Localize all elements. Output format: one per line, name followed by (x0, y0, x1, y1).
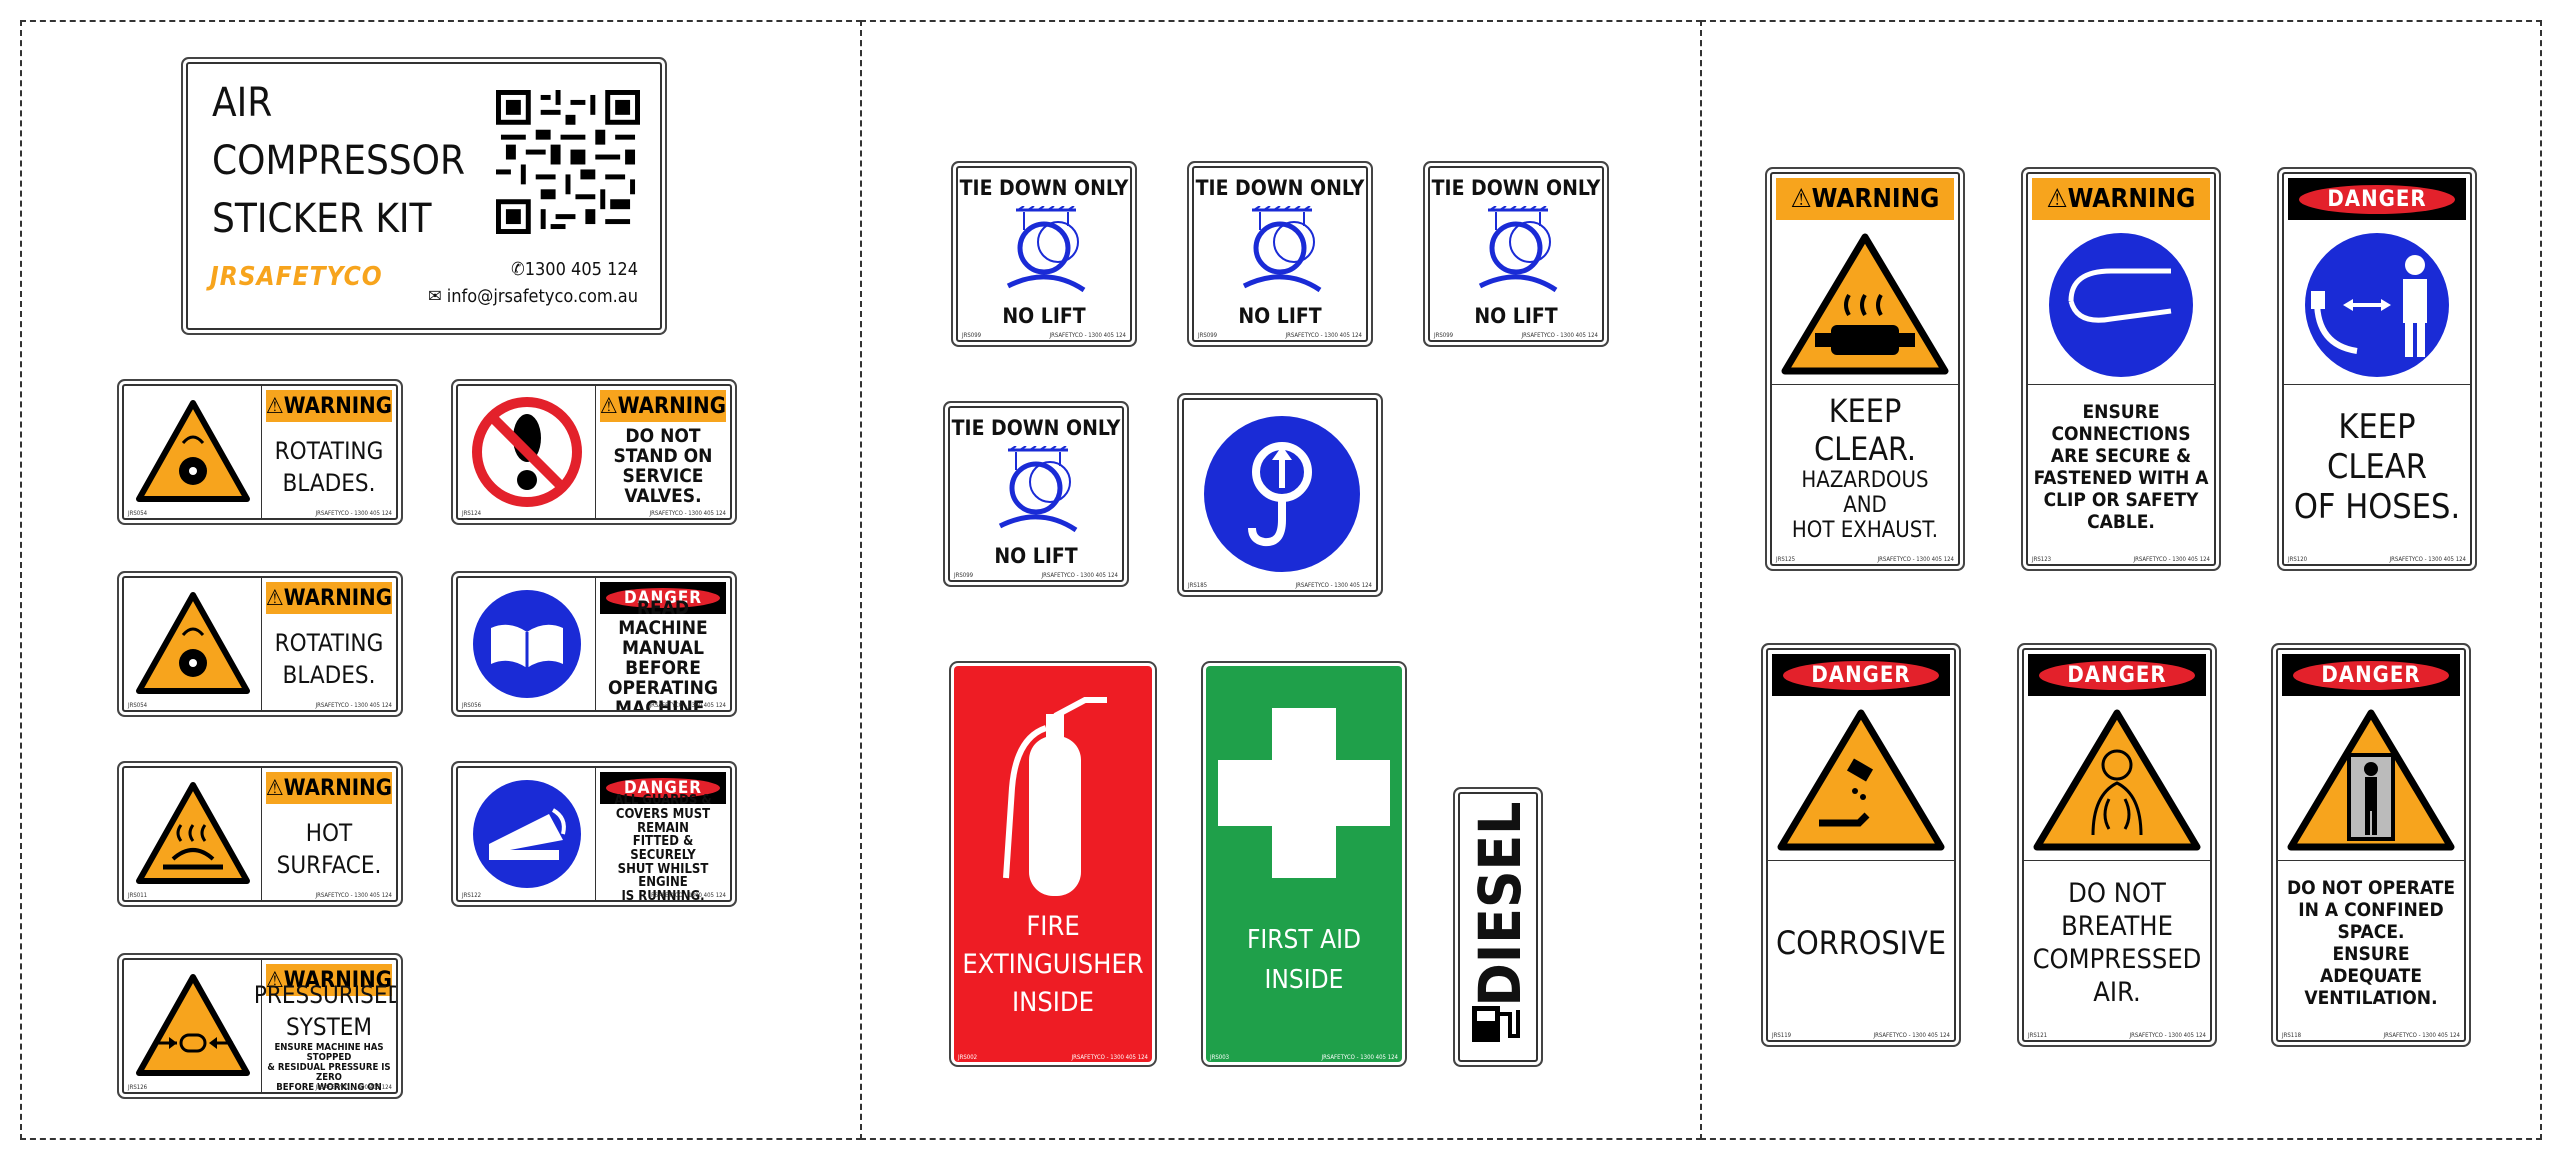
mail-icon: ✉ (428, 286, 447, 307)
sticker-header: DANGER (600, 582, 726, 614)
rotating-blades-icon (124, 386, 262, 518)
hose-icon (2028, 224, 2214, 385)
warning-triangle-icon: ⚠ (600, 393, 618, 419)
warning-triangle-icon: ⚠ (266, 393, 284, 419)
sticker-header: DANGER (2282, 654, 2460, 696)
kit-logo: JRSAFETYCO (210, 262, 383, 292)
first-aid-cross-icon (1218, 708, 1390, 878)
sticker-header: DANGER (2288, 178, 2466, 220)
tie-down-strap-icon (1242, 206, 1322, 293)
fire-extinguisher-icon (1003, 697, 1107, 896)
kit-title: AIR COMPRESSOR STICKER KIT (212, 80, 465, 242)
tie-down-strap-icon (1478, 206, 1558, 293)
qr-code-icon (496, 90, 640, 234)
fire-extinguisher-sticker: FIRE EXTINGUISHER INSIDE JRS002 JRSAFETY… (954, 666, 1152, 1062)
sticker-header: ⚠WARNING (266, 582, 392, 614)
warning-triangle-icon: ⚠ (266, 967, 284, 993)
fire-text: FIRE EXTINGUISHER INSIDE (962, 911, 1144, 1018)
hot-surface-icon (124, 768, 262, 900)
sticker-header: ⚠WARNING (266, 390, 392, 422)
no-step-icon (458, 386, 596, 518)
sticker-header: ⚠WARNING (1776, 178, 1954, 220)
tie-down-strap-icon (998, 446, 1078, 533)
warning-triangle-icon: ⚠ (266, 585, 284, 611)
kit-phone: ✆1300 405 124 (511, 259, 638, 280)
pressure-icon (124, 960, 262, 1092)
warning-triangle-icon: ⚠ (266, 775, 284, 801)
hose-clear-icon (2284, 224, 2470, 385)
guard-cover-icon (458, 768, 596, 900)
read-manual-icon (458, 578, 596, 710)
sticker-header: DANGER (1772, 654, 1950, 696)
sticker-header: DANGER (600, 772, 726, 804)
sticker-header: ⚠WARNING (600, 390, 726, 422)
diesel-sticker: DIESEL (1458, 792, 1538, 1062)
kit-email: ✉ info@jrsafetyco.com.au (428, 286, 638, 307)
sticker-header: ⚠WARNING (2032, 178, 2210, 220)
sticker-header: DANGER (2028, 654, 2206, 696)
phone-icon: ✆ (511, 259, 525, 280)
diesel-text: DIESEL (1466, 801, 1534, 1007)
first-aid-sticker: FIRST AID INSIDE JRS003 JRSAFETYCO - 130… (1206, 666, 1402, 1062)
sticker-header: ⚠WARNING (266, 964, 392, 996)
warning-triangle-icon: ⚠ (2046, 184, 2068, 214)
lifting-hook-icon (1204, 416, 1360, 572)
sticker-header: ⚠WARNING (266, 772, 392, 804)
fuel-pump-icon (1472, 1006, 1520, 1042)
kit-header-card: AIR COMPRESSOR STICKER KIT JRSAFETYCO ✆1… (186, 62, 662, 330)
breathing-icon (2024, 700, 2210, 861)
warning-triangle-icon: ⚠ (1790, 184, 1812, 214)
sticker-text: CORROSIVE (1775, 924, 1947, 962)
corrosive-icon (1768, 700, 1954, 861)
confined-space-icon (2278, 700, 2464, 861)
lift-point-sticker: JRS185 JRSAFETYCO - 1300 405 124 (1182, 398, 1378, 592)
tie-down-strap-icon (1006, 206, 1086, 293)
panel-right (1700, 20, 2542, 1140)
rotating-blades-icon (124, 578, 262, 710)
hot-exhaust-icon (1772, 224, 1958, 385)
first-aid-text: FIRST AID INSIDE (1246, 925, 1362, 995)
